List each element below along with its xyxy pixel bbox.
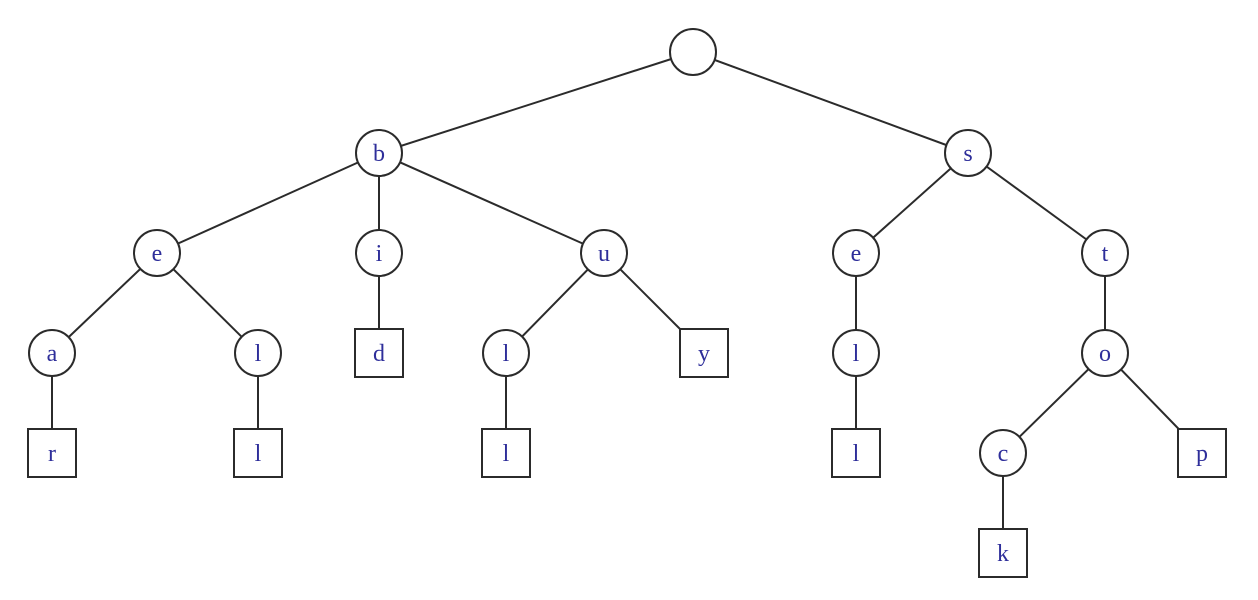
edge-b-be <box>156 152 380 254</box>
node-label: c <box>998 441 1009 467</box>
tree-node-bi: i <box>355 229 403 277</box>
edge-root-b <box>378 51 694 154</box>
node-label: l <box>853 441 860 467</box>
node-label: b <box>373 141 385 167</box>
node-label: k <box>997 541 1009 567</box>
tree-node-b: b <box>355 129 403 177</box>
node-circle <box>1081 329 1129 377</box>
tree-node-bu: u <box>580 229 628 277</box>
node-label: l <box>853 341 860 367</box>
edge-be-bea <box>51 252 158 354</box>
node-circle <box>580 229 628 277</box>
node-label: l <box>503 341 510 367</box>
node-label: d <box>373 341 385 367</box>
leaf-square <box>354 328 404 378</box>
node-circle <box>979 429 1027 477</box>
node-label: l <box>255 341 262 367</box>
tree-node-s: s <box>944 129 992 177</box>
node-label: r <box>48 441 56 467</box>
tree-node-stock: k <box>978 528 1028 578</box>
node-circle <box>944 129 992 177</box>
leaf-square <box>1177 428 1227 478</box>
tree-node-buy: y <box>679 328 729 378</box>
tree-node-bear: r <box>27 428 77 478</box>
node-circle <box>482 329 530 377</box>
tree-node-sel: l <box>832 329 880 377</box>
node-label: u <box>598 241 610 267</box>
tree-node-be: e <box>133 229 181 277</box>
node-circle <box>234 329 282 377</box>
node-label: p <box>1196 441 1208 467</box>
tree-node-bul: l <box>482 329 530 377</box>
node-label: t <box>1102 241 1109 267</box>
node-label: e <box>152 241 163 267</box>
node-circle <box>355 129 403 177</box>
node-label: i <box>376 241 383 267</box>
tree-node-bull: l <box>481 428 531 478</box>
edge-s-se <box>855 152 969 254</box>
edge-root-s <box>692 51 969 154</box>
tree-node-bea: a <box>28 329 76 377</box>
node-circle <box>1081 229 1129 277</box>
leaf-square <box>679 328 729 378</box>
node-circle <box>832 329 880 377</box>
node-label: l <box>503 441 510 467</box>
leaf-square <box>233 428 283 478</box>
leaf-square <box>27 428 77 478</box>
tree-node-stoc: c <box>979 429 1027 477</box>
node-circle <box>28 329 76 377</box>
node-label: o <box>1099 341 1111 367</box>
tree-node-sell: l <box>831 428 881 478</box>
edge-s-st <box>967 152 1106 254</box>
node-label: s <box>963 141 972 167</box>
edge-layer <box>51 51 1203 553</box>
leaf-square <box>481 428 531 478</box>
edge-b-bu <box>378 152 605 254</box>
tree-node-bell: l <box>233 428 283 478</box>
node-label: l <box>255 441 262 467</box>
root-node <box>669 28 717 76</box>
node-label: e <box>851 241 862 267</box>
leaf-square <box>978 528 1028 578</box>
node-layer: b s e i u e t a l d l y l o r l l l c p k <box>27 28 1227 578</box>
node-circle <box>669 28 717 76</box>
node-label: y <box>698 341 710 367</box>
tree-node-bel: l <box>234 329 282 377</box>
tree-node-sto: o <box>1081 329 1129 377</box>
tree-node-bid: d <box>354 328 404 378</box>
tree-node-stop: p <box>1177 428 1227 478</box>
node-label: a <box>47 341 58 367</box>
node-circle <box>133 229 181 277</box>
tree-node-se: e <box>832 229 880 277</box>
tree-node-st: t <box>1081 229 1129 277</box>
node-circle <box>355 229 403 277</box>
leaf-square <box>831 428 881 478</box>
node-circle <box>832 229 880 277</box>
